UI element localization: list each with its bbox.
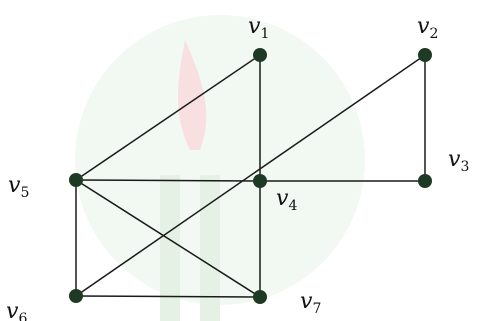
watermark-shape — [200, 175, 220, 321]
vertex-layer — [69, 48, 432, 304]
vertex-v5 — [69, 173, 83, 187]
watermark-logo — [75, 15, 365, 321]
vertex-v4 — [253, 174, 267, 188]
vertex-subscript-v7: 7 — [312, 301, 321, 317]
vertex-label-v5: v5 — [8, 173, 29, 201]
edge-v6-v7 — [75, 295, 261, 298]
vertex-label-v1: v1 — [248, 14, 269, 42]
vertex-label-v6: v6 — [6, 299, 27, 321]
vertex-subscript-v3: 3 — [460, 159, 469, 175]
edge-v5-v7 — [75, 179, 261, 298]
vertex-label-v3: v3 — [448, 147, 469, 175]
vertex-subscript-v6: 6 — [18, 311, 27, 321]
vertex-v7 — [253, 290, 267, 304]
edge-v1-v5 — [75, 54, 261, 181]
vertex-v6 — [69, 289, 83, 303]
vertex-label-v2: v2 — [417, 14, 438, 42]
vertex-subscript-v2: 2 — [429, 26, 438, 42]
vertex-subscript-v4: 4 — [288, 198, 297, 214]
vertex-subscript-v1: 1 — [260, 26, 269, 42]
vertex-v2 — [418, 48, 432, 62]
edge-layer — [75, 54, 426, 298]
watermark-shape — [160, 175, 180, 321]
edge-v2-v6 — [75, 54, 426, 297]
vertex-subscript-v5: 5 — [20, 185, 29, 201]
vertex-label-v7: v7 — [300, 289, 321, 317]
edge-v4-v5 — [75, 179, 261, 182]
vertex-v1 — [253, 48, 267, 62]
watermark-shape — [178, 40, 207, 150]
watermark-shape — [75, 15, 365, 305]
vertex-v3 — [418, 174, 432, 188]
